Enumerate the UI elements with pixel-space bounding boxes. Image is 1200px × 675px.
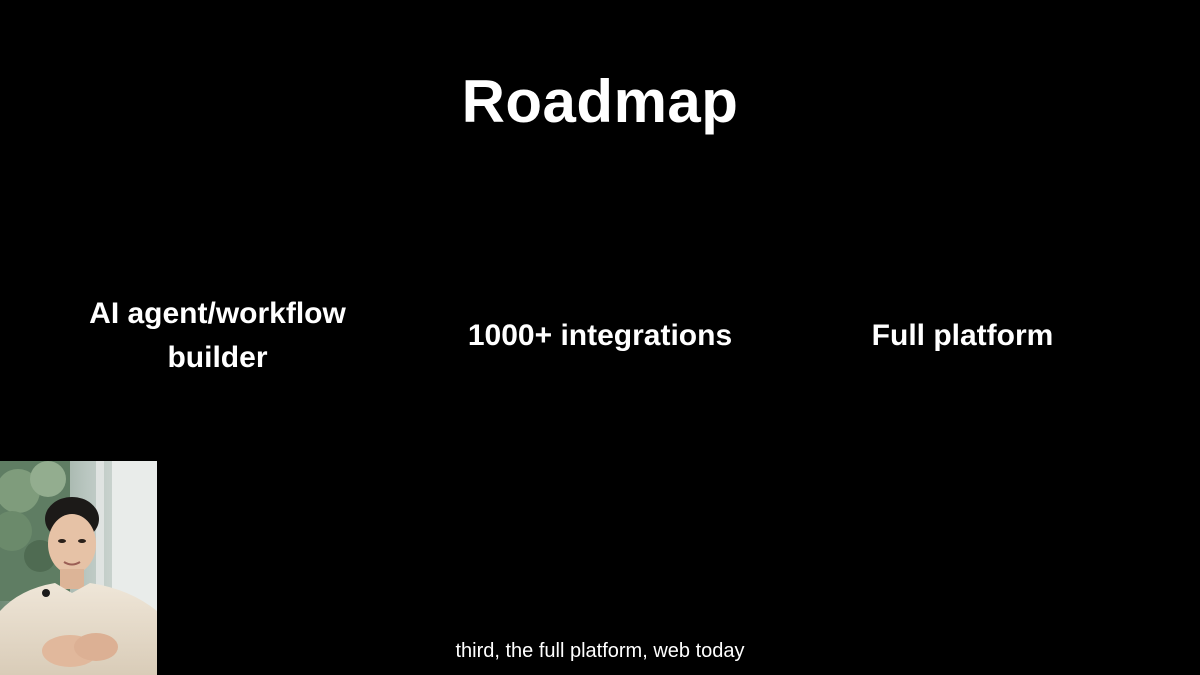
presenter-webcam-video xyxy=(0,461,157,675)
roadmap-item-integrations: 1000+ integrations xyxy=(467,319,733,352)
roadmap-item-full-platform: Full platform xyxy=(871,319,1054,352)
presenter-webcam-image xyxy=(0,461,157,675)
roadmap-item-ai-agent-builder: AI agent/workflow builder xyxy=(89,297,346,374)
subtitle-caption: third, the full platform, web today xyxy=(455,640,745,662)
slide-title: Roadmap xyxy=(461,68,739,135)
